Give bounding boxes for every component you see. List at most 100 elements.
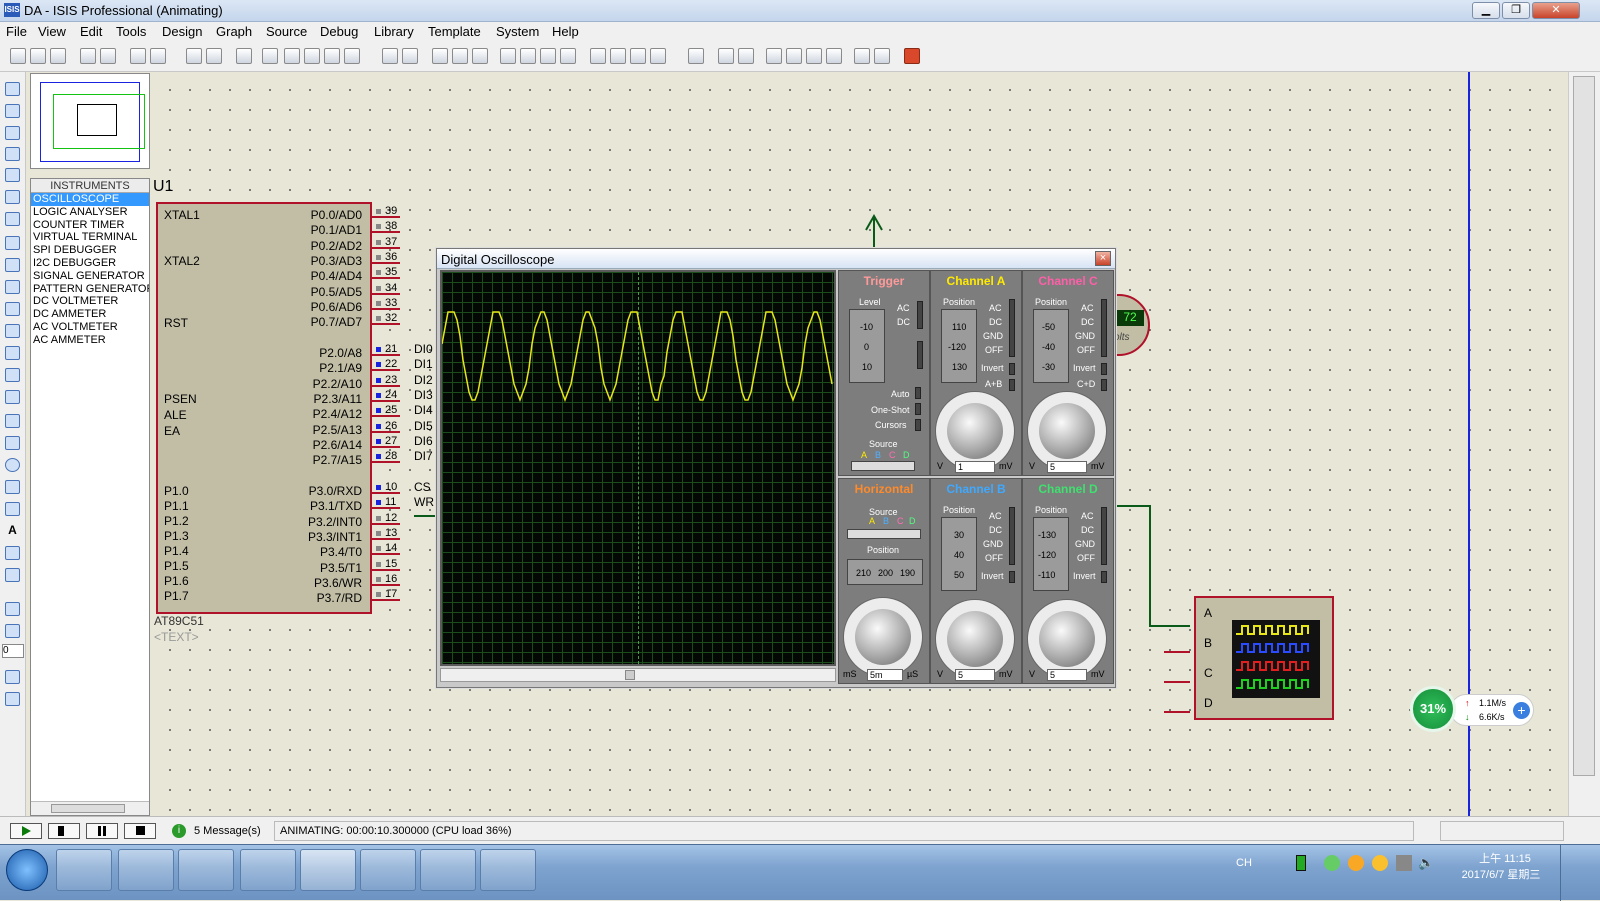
- junction-dot-icon[interactable]: [5, 126, 20, 140]
- invert-toggle[interactable]: [1101, 363, 1107, 375]
- zoom-all-icon[interactable]: [324, 48, 340, 64]
- mirror-x-icon[interactable]: [5, 670, 20, 684]
- property-assign-icon[interactable]: [738, 48, 754, 64]
- channel-c-position-control[interactable]: -50 -40 -30: [1033, 309, 1069, 383]
- show-desktop-button[interactable]: [1560, 845, 1600, 901]
- taskbar-folder-icon[interactable]: [178, 849, 234, 891]
- instrument-item[interactable]: PATTERN GENERATOR: [33, 282, 149, 295]
- ares-icon[interactable]: [904, 48, 920, 64]
- rotation-angle-field[interactable]: 0: [2, 644, 24, 658]
- channel-c-volts-knob[interactable]: [1039, 403, 1095, 459]
- tray-app-icon[interactable]: [1348, 855, 1364, 871]
- cursors-toggle[interactable]: [915, 419, 921, 431]
- path-icon[interactable]: [5, 502, 20, 516]
- menu-system[interactable]: System: [496, 24, 540, 39]
- menu-design[interactable]: Design: [162, 24, 203, 39]
- scroll-thumb[interactable]: [51, 804, 125, 813]
- view-sheet-icon[interactable]: [826, 48, 842, 64]
- instrument-item[interactable]: DC VOLTMETER: [33, 295, 119, 308]
- undo-icon[interactable]: [382, 48, 398, 64]
- block-move-icon[interactable]: [520, 48, 536, 64]
- wire-label-icon[interactable]: [5, 147, 20, 161]
- instrument-item[interactable]: VIRTUAL TERMINAL: [33, 231, 138, 244]
- menu-edit[interactable]: Edit: [80, 24, 103, 39]
- clock-date[interactable]: 2017/6/7 星期三: [1461, 869, 1541, 881]
- auto-toggle[interactable]: [915, 387, 921, 399]
- component-mode-icon[interactable]: [5, 104, 20, 118]
- channel-a-volts-value[interactable]: 1: [955, 461, 995, 473]
- messages-count[interactable]: 5 Message(s): [194, 825, 261, 837]
- mirror-y-icon[interactable]: [5, 692, 20, 706]
- export-icon[interactable]: [100, 48, 116, 64]
- redraw-icon[interactable]: [186, 48, 202, 64]
- channel-b-volts-knob[interactable]: [947, 611, 1003, 667]
- channel-d-position-control[interactable]: -130 -120 -110: [1033, 517, 1069, 591]
- search-tag-icon[interactable]: [718, 48, 734, 64]
- menu-template[interactable]: Template: [428, 24, 481, 39]
- bill-of-materials-icon[interactable]: [854, 48, 870, 64]
- instrument-item[interactable]: DC AMMETER: [33, 308, 107, 321]
- menu-file[interactable]: File: [6, 24, 27, 39]
- minimize-button[interactable]: ▁: [1472, 2, 1500, 19]
- battery-icon[interactable]: [1296, 855, 1306, 871]
- scope-hscrollbar[interactable]: [440, 668, 836, 682]
- taskbar-excel-icon[interactable]: [420, 849, 476, 891]
- instrument-item[interactable]: OSCILLOSCOPE: [31, 193, 149, 206]
- make-device-icon[interactable]: [610, 48, 626, 64]
- new-sheet-icon[interactable]: [766, 48, 782, 64]
- new-file-icon[interactable]: [10, 48, 26, 64]
- language-indicator[interactable]: CH: [1236, 857, 1252, 869]
- channel-a-coupling-switch[interactable]: [1009, 299, 1015, 357]
- tape-recorder-icon[interactable]: [5, 302, 20, 316]
- cut-icon[interactable]: [432, 48, 448, 64]
- zoom-in-icon[interactable]: [284, 48, 300, 64]
- line-icon[interactable]: [5, 414, 20, 428]
- save-icon[interactable]: [50, 48, 66, 64]
- volume-icon[interactable]: 🔈: [1418, 855, 1435, 870]
- channel-b-coupling-switch[interactable]: [1009, 507, 1015, 565]
- network-icon[interactable]: [1396, 855, 1412, 871]
- decompose-icon[interactable]: [650, 48, 666, 64]
- symbol-icon[interactable]: [5, 546, 20, 560]
- oneshot-toggle[interactable]: [915, 403, 921, 415]
- channel-d-volts-value[interactable]: 5: [1047, 669, 1087, 681]
- instrument-item[interactable]: SIGNAL GENERATOR: [33, 269, 145, 282]
- scroll-thumb[interactable]: [1573, 76, 1595, 776]
- channel-c-coupling-switch[interactable]: [1101, 299, 1107, 357]
- print-area-icon[interactable]: [150, 48, 166, 64]
- channel-b-position-control[interactable]: 30 40 50: [941, 517, 977, 591]
- maximize-button[interactable]: ❐: [1502, 2, 1530, 19]
- block-delete-icon[interactable]: [560, 48, 576, 64]
- trigger-source-slider[interactable]: [851, 461, 915, 471]
- text-icon[interactable]: A: [8, 523, 17, 537]
- channel-d-coupling-switch[interactable]: [1101, 507, 1107, 565]
- taskbar-colorful-app-icon[interactable]: [56, 849, 112, 891]
- taskbar-app-icon[interactable]: [480, 849, 536, 891]
- zoom-area-icon[interactable]: [344, 48, 360, 64]
- play-button[interactable]: [10, 823, 42, 839]
- block-rotate-icon[interactable]: [540, 48, 556, 64]
- circle-icon[interactable]: [5, 458, 20, 472]
- expand-icon[interactable]: +: [1513, 702, 1530, 719]
- virtual-instruments-icon[interactable]: [5, 390, 20, 404]
- open-folder-icon[interactable]: [30, 48, 46, 64]
- channel-b-volts-value[interactable]: 5: [955, 669, 995, 681]
- block-copy-icon[interactable]: [500, 48, 516, 64]
- channel-d-volts-knob[interactable]: [1039, 611, 1095, 667]
- scroll-thumb[interactable]: [625, 670, 635, 680]
- step-button[interactable]: [48, 823, 80, 839]
- text-script-icon[interactable]: [5, 168, 20, 182]
- tray-plus-icon[interactable]: [1372, 855, 1388, 871]
- channel-c-volts-value[interactable]: 5: [1047, 461, 1087, 473]
- box-icon[interactable]: [5, 436, 20, 450]
- terminals-icon[interactable]: [5, 236, 20, 250]
- network-speed-widget[interactable]: ↑ 1.1M/s ↓ 6.6K/s + 31%: [1410, 686, 1534, 732]
- stop-button[interactable]: [124, 823, 156, 839]
- electrical-check-icon[interactable]: [874, 48, 890, 64]
- package-tool-icon[interactable]: [630, 48, 646, 64]
- origin-icon[interactable]: [236, 48, 252, 64]
- channel-a-position-control[interactable]: 110 -120 130: [941, 309, 977, 383]
- menu-graph[interactable]: Graph: [216, 24, 253, 39]
- graph-mode-icon[interactable]: [5, 280, 20, 294]
